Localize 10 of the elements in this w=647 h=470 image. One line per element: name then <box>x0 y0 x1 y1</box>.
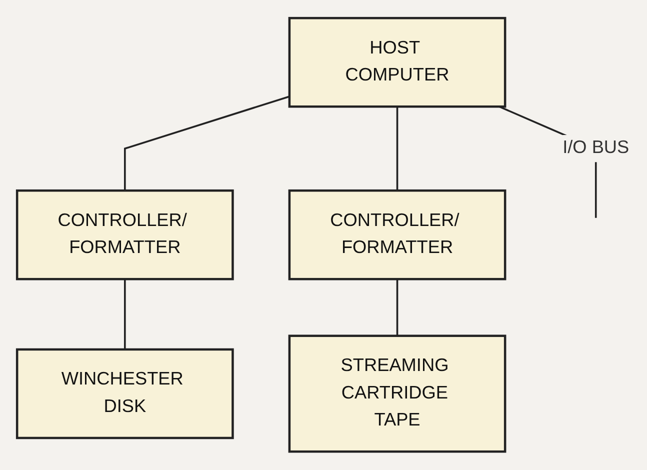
node-box: HOST COMPUTER <box>288 17 506 108</box>
connector <box>396 279 398 336</box>
edge-label: I/O BUS <box>562 138 630 158</box>
node-box: CONTROLLER/ FORMATTER <box>288 190 506 280</box>
node-box: STREAMING CARTRIDGE TAPE <box>288 334 506 453</box>
connector <box>124 96 290 191</box>
node-box: WINCHESTER DISK <box>16 348 234 440</box>
connector <box>124 279 126 350</box>
connector <box>396 106 398 191</box>
node-box: CONTROLLER/ FORMATTER <box>16 190 234 280</box>
